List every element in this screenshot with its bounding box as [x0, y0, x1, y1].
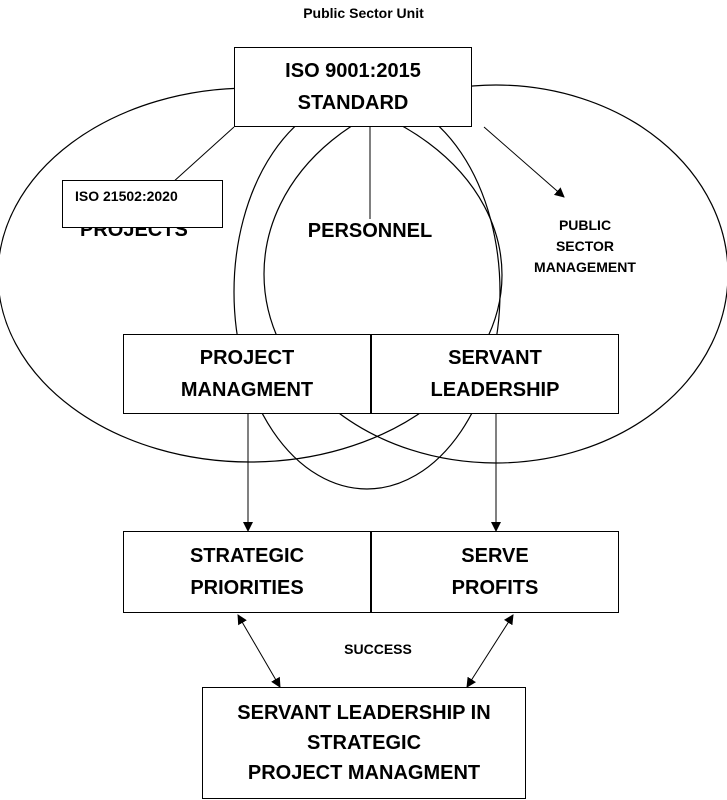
arrow-iso-to-public-sector: [483, 126, 565, 198]
strategic-priorities-box: STRATEGIC PRIORITIES: [123, 531, 371, 613]
iso-9001-box: ISO 9001:2015 STANDARD: [234, 47, 472, 127]
iso-9001-line2: STANDARD: [297, 92, 409, 114]
iso-9001-line1: ISO 9001:2015: [285, 60, 421, 82]
servant-leadership-line1: SERVANT: [448, 347, 542, 369]
strategic-priorities-line1: STRATEGIC: [189, 545, 305, 567]
final-line2: STRATEGIC: [306, 732, 422, 754]
iso-21502-box: ISO 21502:2020: [62, 180, 223, 228]
arrow-serve-final: [466, 614, 514, 688]
connector-iso-to-iso21502: [171, 126, 235, 184]
strategic-priorities-line2: PRIORITIES: [190, 577, 304, 599]
final-outcome-box: SERVANT LEADERSHIP IN STRATEGIC PROJECT …: [202, 687, 526, 799]
public-sector-label: PUBLIC SECTOR MANAGEMENT: [515, 215, 655, 278]
servant-leadership-box: SERVANT LEADERSHIP: [371, 334, 619, 414]
project-management-line2: MANAGMENT: [180, 379, 314, 401]
success-label: SUCCESS: [344, 641, 412, 657]
serve-profits-line2: PROFITS: [451, 577, 539, 599]
serve-profits-line1: SERVE: [461, 545, 529, 567]
project-management-box: PROJECT MANAGMENT: [123, 334, 371, 414]
iso-21502-label: ISO 21502:2020: [75, 188, 178, 204]
serve-profits-box: SERVE PROFITS: [371, 531, 619, 613]
public-sector-line1: PUBLIC: [558, 217, 612, 233]
public-sector-line2: SECTOR: [555, 238, 615, 254]
project-management-line1: PROJECT: [199, 347, 295, 369]
final-line1: SERVANT LEADERSHIP IN: [237, 702, 491, 724]
arrow-strategic-final: [237, 614, 281, 688]
diagram-title: Public Sector Unit: [303, 5, 424, 21]
servant-leadership-line2: LEADERSHIP: [430, 379, 560, 401]
personnel-ellipse: [233, 94, 501, 490]
public-sector-line3: MANAGEMENT: [534, 259, 636, 275]
personnel-label: PERSONNEL: [290, 219, 450, 243]
final-line3: PROJECT MANAGMENT: [247, 762, 481, 784]
